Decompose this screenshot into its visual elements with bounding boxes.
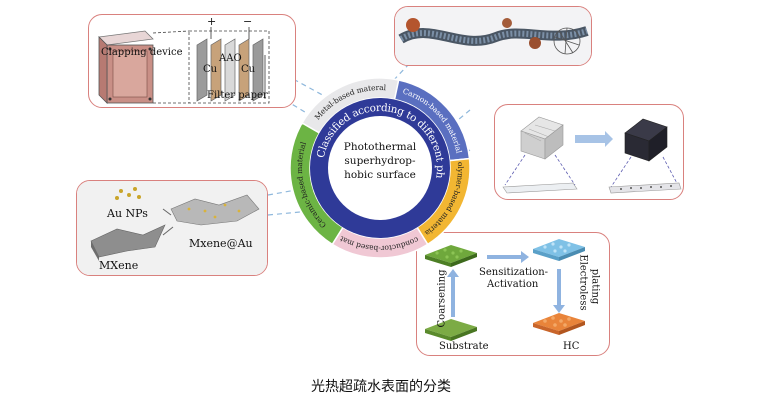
center-line-1: Photothermal [343,141,417,153]
label-substrate: Substrate [439,341,489,352]
label-aao: AAO [219,53,242,64]
connector-ceramic [267,189,297,196]
label-sensitization: Sensitization- [479,267,549,278]
label-minus: − [243,15,253,28]
label-cu-right: Cu [241,64,256,75]
center-line-3: hobic surface [344,169,416,181]
label-filter-paper: Filter paper [207,90,268,101]
panel-ceramic-based: Au NPs MXene Mxene@Au [76,180,268,276]
label-cu-left: Cu [203,64,218,75]
panel-carbon-based [394,6,592,66]
polymer-sponge-figure [502,116,682,194]
center-title: Photothermal superhydrop- hobic surface [328,140,432,182]
metal-apparatus-figure [98,27,270,104]
label-mxene: MXene [99,259,139,272]
label-clapping-device: Clapping device [101,47,183,58]
figure-caption: 光热超疏水表面的分类 [311,379,451,395]
semiconductor-process-figure [425,239,585,341]
center-line-2: superhydrop- [344,155,416,167]
label-activation: Activation [487,279,539,290]
panel-semiconductor-based: Sensitization- Activation Coarsening Ele… [416,232,610,356]
ceramic-mxene-figure [77,181,267,275]
carbon-nanotube-figure [395,7,591,65]
panel-metal-based: Clapping device + − AAO Cu Cu Filter pap… [88,14,296,108]
label-au-nps: Au NPs [107,207,148,220]
inner-circle [328,116,432,220]
label-plus: + [207,15,217,28]
panel-polymer-based [494,104,684,200]
label-hc: HC [563,341,580,352]
label-mxene-au: Mxene@Au [189,237,253,250]
